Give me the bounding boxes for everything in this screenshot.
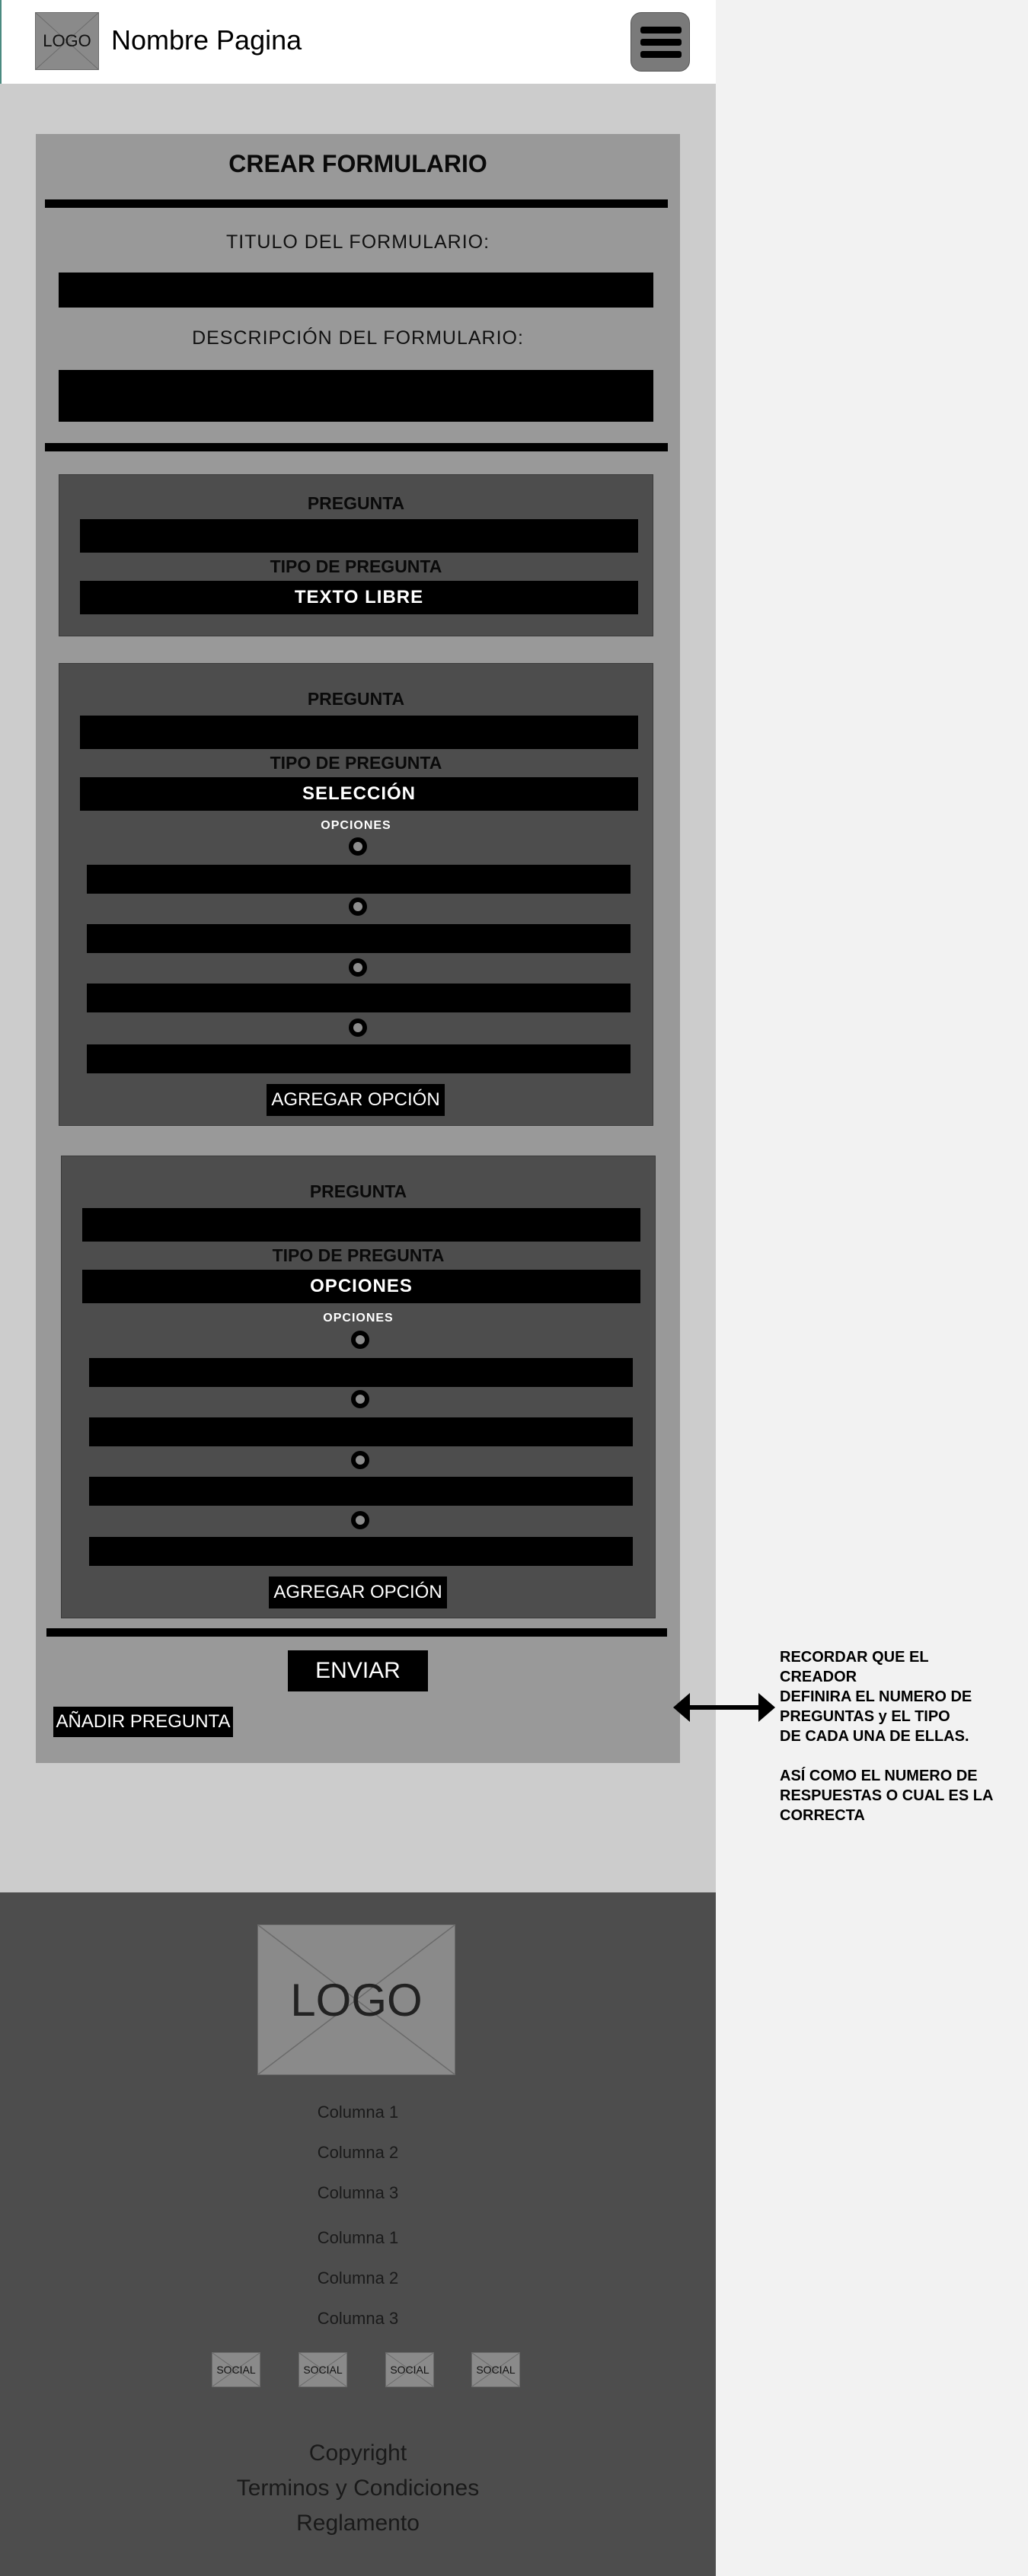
social-icon[interactable]: SOCIAL <box>212 2352 260 2387</box>
question-type-select[interactable]: SELECCIÓN <box>80 777 638 811</box>
divider <box>45 443 668 451</box>
header-logo[interactable]: LOGO <box>35 12 99 70</box>
question-label: PREGUNTA <box>307 689 405 709</box>
radio-icon[interactable] <box>349 897 367 916</box>
footer-link[interactable]: Columna 1 <box>317 2228 399 2247</box>
form-heading: CREAR FORMULARIO <box>228 150 487 177</box>
divider <box>45 199 668 208</box>
add-option-button[interactable]: AGREGAR OPCIÓN <box>267 1084 445 1116</box>
hamburger-menu-icon[interactable] <box>631 12 690 72</box>
footer-logo-label: LOGO <box>290 1974 423 2026</box>
radio-icon[interactable] <box>351 1451 369 1469</box>
option-input[interactable] <box>89 1477 633 1506</box>
social-icon[interactable]: SOCIAL <box>471 2352 520 2387</box>
option-input[interactable] <box>89 1537 633 1566</box>
radio-icon[interactable] <box>351 1390 369 1408</box>
form-description-label: DESCRIPCIÓN DEL FORMULARIO: <box>192 327 524 349</box>
question-input[interactable] <box>80 519 638 553</box>
copyright-text: Copyright <box>308 2441 407 2466</box>
option-input[interactable] <box>87 924 631 953</box>
radio-icon[interactable] <box>351 1511 369 1529</box>
options-label: OPCIONES <box>323 1312 394 1325</box>
footer-link[interactable]: Columna 3 <box>317 2309 399 2328</box>
question-label: PREGUNTA <box>307 493 405 513</box>
terms-link[interactable]: Terminos y Condiciones <box>236 2476 480 2501</box>
add-option-button[interactable]: AGREGAR OPCIÓN <box>269 1577 447 1608</box>
social-icon[interactable]: SOCIAL <box>299 2352 347 2387</box>
option-input[interactable] <box>87 984 631 1012</box>
question-input[interactable] <box>82 1208 640 1242</box>
social-label: SOCIAL <box>216 2364 256 2376</box>
option-input[interactable] <box>89 1417 633 1446</box>
question-type-select[interactable]: OPCIONES <box>82 1270 640 1303</box>
add-question-button[interactable]: AÑADIR PREGUNTA <box>53 1707 233 1737</box>
rules-link[interactable]: Reglamento <box>296 2511 420 2536</box>
form-description-input[interactable] <box>59 370 653 422</box>
social-icon[interactable]: SOCIAL <box>385 2352 434 2387</box>
radio-icon[interactable] <box>349 1019 367 1037</box>
social-label: SOCIAL <box>476 2364 516 2376</box>
footer-link[interactable]: Columna 2 <box>317 2268 399 2287</box>
footer-link[interactable]: Columna 1 <box>317 2103 399 2122</box>
question-label: PREGUNTA <box>309 1181 407 1201</box>
footer-logo[interactable]: LOGO <box>257 1924 455 2075</box>
option-input[interactable] <box>87 865 631 894</box>
send-button[interactable]: ENVIAR <box>288 1650 428 1691</box>
header <box>0 0 716 84</box>
question-input[interactable] <box>80 716 638 749</box>
social-label: SOCIAL <box>303 2364 343 2376</box>
radio-icon[interactable] <box>349 837 367 856</box>
footer-link[interactable]: Columna 3 <box>317 2183 399 2202</box>
form-title-input[interactable] <box>59 273 653 308</box>
annotation-note: RECORDAR QUE EL CREADOR DEFINIRA EL NUME… <box>780 1649 994 1824</box>
question-type-label: TIPO DE PREGUNTA <box>270 753 442 773</box>
question-type-label: TIPO DE PREGUNTA <box>272 1245 445 1265</box>
radio-icon[interactable] <box>349 958 367 977</box>
options-label: OPCIONES <box>321 819 391 832</box>
question-type-label: TIPO DE PREGUNTA <box>270 556 442 576</box>
double-arrow-icon <box>673 1693 775 1722</box>
page-title: Nombre Pagina <box>111 24 302 56</box>
divider <box>46 1628 667 1637</box>
footer-link[interactable]: Columna 2 <box>317 2143 399 2162</box>
question-type-select[interactable]: TEXTO LIBRE <box>80 581 638 614</box>
option-input[interactable] <box>89 1358 633 1387</box>
social-label: SOCIAL <box>390 2364 429 2376</box>
header-logo-label: LOGO <box>43 31 91 50</box>
option-input[interactable] <box>87 1044 631 1073</box>
radio-icon[interactable] <box>351 1331 369 1349</box>
form-title-label: TITULO DEL FORMULARIO: <box>225 231 490 253</box>
